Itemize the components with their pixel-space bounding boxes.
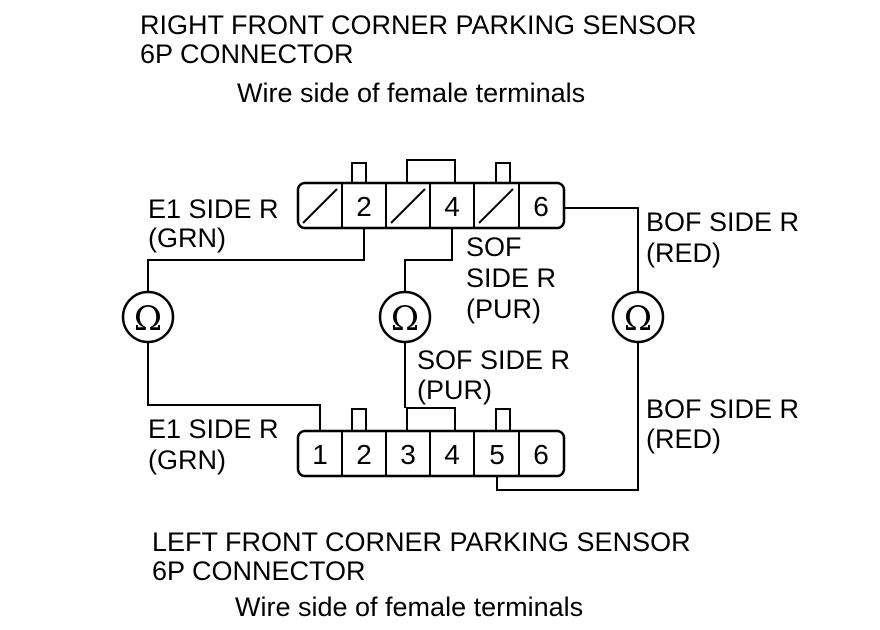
bof-wire-bottom xyxy=(496,342,639,491)
top-connector-lock-tab xyxy=(351,162,367,184)
bottom-connector-lock-tab xyxy=(495,408,511,432)
bottom-connector-pin-3: 3 xyxy=(400,439,416,470)
top-connector-title-line1: RIGHT FRONT CORNER PARKING SENSOR xyxy=(140,10,697,40)
svg-text:Ω: Ω xyxy=(391,299,419,339)
bof-top-label-line2: (RED) xyxy=(646,238,721,268)
top-connector-lock-tab xyxy=(495,162,511,184)
top-connector-pin-6: 6 xyxy=(533,191,549,222)
bottom-connector-title-line2: 6P CONNECTOR xyxy=(152,556,366,586)
top-connector-pin-2: 2 xyxy=(356,191,372,222)
sof-top-label-line1: SOF xyxy=(466,232,522,262)
bof-bottom-label-line2: (RED) xyxy=(646,424,721,454)
bottom-connector-pin-2: 2 xyxy=(356,439,372,470)
top-connector-key xyxy=(406,159,456,185)
top-connector-pin-4: 4 xyxy=(444,191,460,222)
bottom-connector: 1 2 3 4 5 6 xyxy=(296,407,566,478)
top-connector-empty-cavity-5 xyxy=(478,188,514,224)
bottom-connector-pin-5: 5 xyxy=(489,439,505,470)
e1-bottom-label-line1: E1 SIDE R xyxy=(148,414,279,444)
top-connector-empty-cavity-1 xyxy=(302,188,338,224)
bottom-connector-pin-4: 4 xyxy=(444,439,460,470)
sof-top-label-line2: SIDE R xyxy=(466,263,556,293)
bof-top-label-line1: BOF SIDE R xyxy=(646,207,799,237)
sof-top-label-line3: (PUR) xyxy=(466,294,541,324)
top-connector-empty-cavity-3 xyxy=(390,188,426,224)
svg-text:Ω: Ω xyxy=(134,299,162,339)
sof-wire-top xyxy=(404,228,453,292)
bof-bottom-label-line1: BOF SIDE R xyxy=(646,394,799,424)
top-connector-title-line2: 6P CONNECTOR xyxy=(140,39,354,69)
sof-bottom-label-line2: (PUR) xyxy=(417,375,492,405)
bottom-connector-pin-6: 6 xyxy=(533,439,549,470)
ohmmeter-icon: Ω xyxy=(611,290,665,344)
bottom-connector-key xyxy=(406,407,456,432)
bottom-connector-subtitle: Wire side of female terminals xyxy=(235,592,583,622)
svg-text:Ω: Ω xyxy=(624,299,652,339)
bottom-connector-lock-tab xyxy=(351,408,367,432)
ohmmeter-icon: Ω xyxy=(121,290,175,344)
e1-top-label-line2: (GRN) xyxy=(148,223,226,253)
e1-wire-top xyxy=(147,228,365,292)
top-connector: 2 4 6 xyxy=(296,159,566,230)
ohmmeter-icon: Ω xyxy=(378,290,432,344)
bottom-connector-pin-1: 1 xyxy=(312,439,328,470)
e1-bottom-label-line2: (GRN) xyxy=(148,445,226,475)
e1-wire-bottom xyxy=(147,342,321,431)
top-connector-subtitle: Wire side of female terminals xyxy=(237,78,585,108)
bof-wire-top xyxy=(564,207,639,292)
e1-top-label-line1: E1 SIDE R xyxy=(148,194,279,224)
sof-bottom-label-line1: SOF SIDE R xyxy=(417,345,570,375)
bottom-connector-title-line1: LEFT FRONT CORNER PARKING SENSOR xyxy=(152,527,691,557)
